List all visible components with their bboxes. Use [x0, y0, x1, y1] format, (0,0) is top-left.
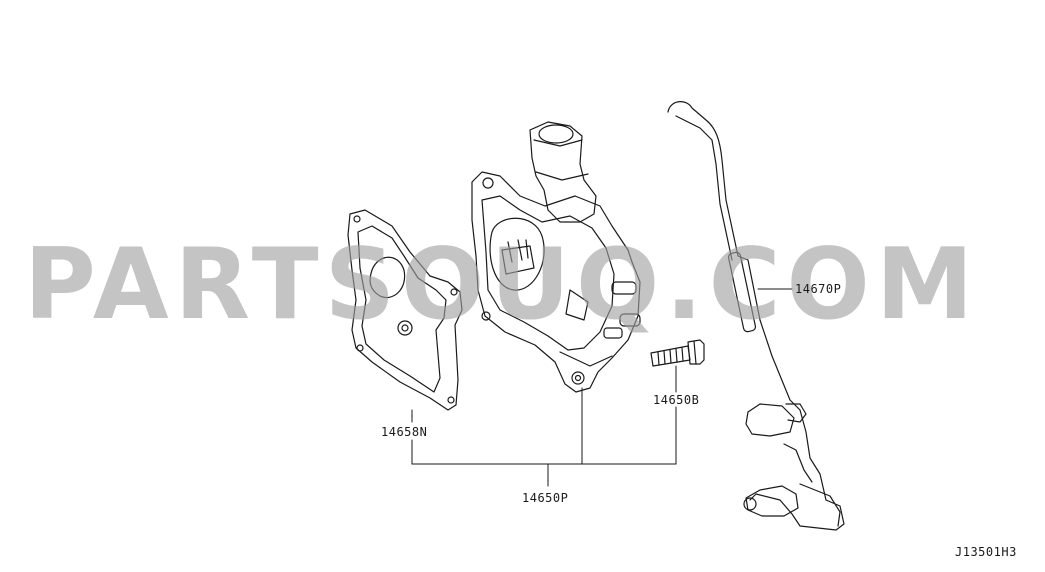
bolt-drawing: [650, 339, 705, 367]
diagram-code: J13501H3: [955, 545, 1017, 559]
part-label-gasket[interactable]: 14658N: [381, 425, 428, 439]
part-label-bolt[interactable]: 14650B: [653, 393, 700, 407]
part-label-pump-assembly[interactable]: 14650P: [522, 491, 569, 505]
leader-lines: [411, 288, 793, 487]
part-label-hose[interactable]: 14670P: [795, 282, 842, 296]
hose-drawing: [667, 101, 845, 531]
vacuum-pump-drawing: [471, 121, 641, 393]
gasket-drawing: [347, 209, 463, 411]
